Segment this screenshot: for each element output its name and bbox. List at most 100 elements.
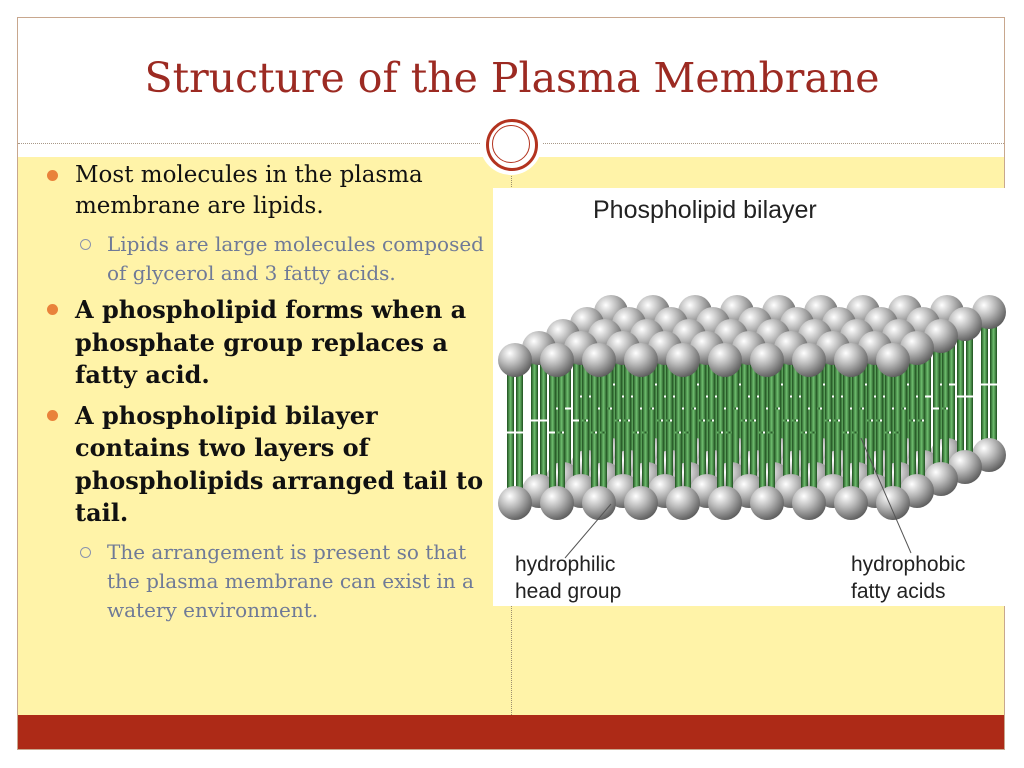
fatty-acid-tail	[615, 421, 622, 481]
fatty-acid-tail	[801, 370, 808, 432]
phospholipid-figure: Phospholipid bilayer hydrophilic head gr…	[493, 188, 1007, 606]
hydrophobic-label: hydrophobic fatty acids	[851, 551, 965, 605]
fatty-acid-tail	[558, 370, 565, 432]
fatty-acid-tail	[759, 433, 766, 493]
fatty-acid-tail	[708, 358, 715, 420]
fatty-acid-tail	[990, 322, 997, 384]
lipid-head	[666, 486, 700, 520]
hydrophobic-label-line2: fatty acids	[851, 580, 946, 603]
fatty-acid-tail	[774, 409, 781, 469]
fatty-acid-tail	[924, 334, 931, 396]
bullet-item: A phospholipid forms when a phosphate gr…	[44, 294, 484, 392]
fatty-acid-tail	[834, 358, 841, 420]
sub-bullet-item: The arrangement is present so that the p…	[44, 538, 487, 625]
fatty-acid-tail	[666, 358, 673, 420]
fatty-acid-tail	[801, 433, 808, 493]
fatty-acid-tail	[657, 421, 664, 481]
fatty-acid-tail	[564, 346, 571, 408]
lipid-head	[582, 343, 616, 377]
bullet-item: Most molecules in the plasma membrane ar…	[44, 160, 484, 222]
fatty-acid-tail	[675, 370, 682, 432]
fatty-acid-tail	[957, 334, 964, 396]
sub-bullet-item: Lipids are large molecules composed of g…	[44, 230, 487, 288]
lipid-head	[876, 343, 910, 377]
fatty-acid-tail	[909, 421, 916, 481]
fatty-acid-tail	[834, 421, 841, 481]
bullet-list: Most molecules in the plasma membrane ar…	[44, 160, 484, 631]
fatty-acid-tail	[606, 409, 613, 469]
fatty-acid-tail	[852, 433, 859, 493]
hollow-bullet-icon	[80, 546, 91, 558]
fatty-acid-tail	[549, 433, 556, 493]
fatty-acid-tail	[816, 409, 823, 469]
fatty-acid-tail	[633, 433, 640, 493]
fatty-acid-tail	[894, 433, 901, 493]
lipid-head	[624, 343, 658, 377]
fatty-acid-tail	[933, 346, 940, 408]
fatty-acid-tail	[894, 370, 901, 432]
fatty-acid-tail	[783, 358, 790, 420]
fatty-acid-tail	[699, 421, 706, 481]
fatty-acid-tail	[657, 358, 664, 420]
fatty-acid-tail	[876, 358, 883, 420]
fatty-acid-tail	[573, 421, 580, 481]
fatty-acid-tail	[867, 358, 874, 420]
fatty-acid-tail	[666, 421, 673, 481]
fatty-acid-tail	[900, 346, 907, 408]
fatty-acid-tail	[942, 346, 949, 408]
fatty-acid-tail	[783, 421, 790, 481]
fatty-acid-tail	[675, 433, 682, 493]
bilayer-illustration	[498, 295, 1006, 559]
fatty-acid-tail	[792, 421, 799, 481]
fatty-acid-tail	[816, 346, 823, 408]
fatty-acid-tail	[690, 409, 697, 469]
circle-ornament-icon	[480, 113, 542, 175]
fatty-acid-tail	[867, 421, 874, 481]
fatty-acid-tail	[948, 322, 955, 384]
fatty-acid-tail	[750, 421, 757, 481]
sub-bullet-text: Lipids are large molecules composed of g…	[107, 232, 484, 285]
fatty-acid-tail	[684, 370, 691, 432]
fatty-acid-tail	[810, 370, 817, 432]
figure-title: Phospholipid bilayer	[593, 196, 817, 224]
bullet-dot-icon	[47, 304, 58, 315]
fatty-acid-tail	[684, 433, 691, 493]
fatty-acid-tail	[624, 421, 631, 481]
fatty-acid-tail	[981, 322, 988, 384]
hydrophilic-label-line2: head group	[515, 580, 622, 603]
bullet-text: A phospholipid forms when a phosphate gr…	[75, 295, 467, 389]
fatty-acid-tail	[540, 421, 547, 481]
bullet-dot-icon	[47, 170, 58, 181]
lipid-head	[498, 343, 532, 377]
lipid-head	[792, 343, 826, 377]
fatty-acid-tail	[885, 370, 892, 432]
fatty-acid-tail	[852, 370, 859, 432]
fatty-acid-tail	[774, 346, 781, 408]
fatty-acid-tail	[843, 370, 850, 432]
fatty-acid-tail	[750, 358, 757, 420]
fatty-acid-tail	[933, 409, 940, 469]
fatty-acid-tail	[699, 358, 706, 420]
fatty-acid-tail	[648, 409, 655, 469]
fatty-acid-tail	[726, 370, 733, 432]
lipid-head	[876, 486, 910, 520]
fatty-acid-tail	[591, 370, 598, 432]
fatty-acid-tail	[825, 421, 832, 481]
fatty-acid-tail	[564, 409, 571, 469]
fatty-acid-tail	[732, 409, 739, 469]
fatty-acid-tail	[900, 409, 907, 469]
fatty-acid-tail	[516, 370, 523, 432]
fatty-acid-tail	[633, 370, 640, 432]
fatty-acid-tail	[876, 421, 883, 481]
lipid-head	[624, 486, 658, 520]
fatty-acid-tail	[573, 358, 580, 420]
fatty-acid-tail	[966, 397, 973, 457]
fatty-acid-tail	[843, 433, 850, 493]
fatty-acid-tail	[600, 433, 607, 493]
fatty-acid-tail	[624, 358, 631, 420]
fatty-acid-tail	[990, 385, 997, 445]
lipid-head	[708, 486, 742, 520]
fatty-acid-tail	[708, 421, 715, 481]
fatty-acid-tail	[507, 370, 514, 432]
fatty-acid-tail	[582, 421, 589, 481]
